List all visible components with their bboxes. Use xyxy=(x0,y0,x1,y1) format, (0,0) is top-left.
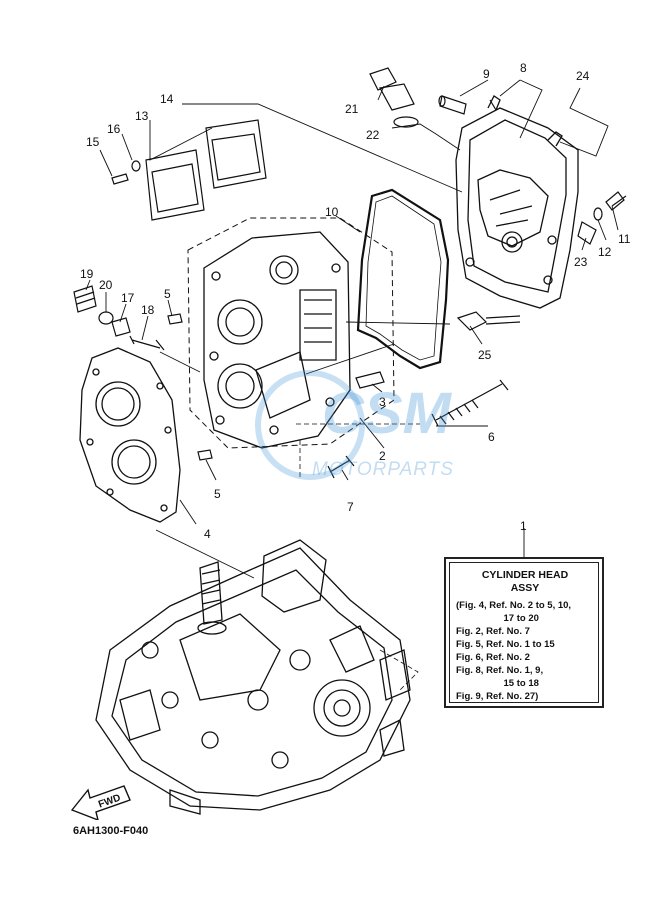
legend-title-line2: ASSY xyxy=(510,582,540,594)
callout-6: 6 xyxy=(488,430,495,444)
callout-7: 7 xyxy=(347,500,354,514)
legend-line: Fig. 2, Ref. No. 7 xyxy=(456,626,530,637)
legend-line: Fig. 9, Ref. No. 27) xyxy=(456,691,539,702)
callout-5a: 5 xyxy=(164,287,171,301)
callout-14: 14 xyxy=(160,92,174,106)
assembly-legend-inner: CYLINDER HEAD ASSY (Fig. 4, Ref. No. 2 t… xyxy=(449,562,599,703)
watermark-brand: CSM xyxy=(322,381,453,446)
callout-2: 2 xyxy=(379,449,386,463)
callout-23: 23 xyxy=(574,255,588,269)
callout-20: 20 xyxy=(99,278,113,292)
leader-lines xyxy=(85,79,619,579)
cylinder-head xyxy=(203,231,351,449)
callout-22: 22 xyxy=(366,128,380,142)
callout-12: 12 xyxy=(598,245,612,259)
callout-21: 21 xyxy=(345,102,359,116)
cover-gasket-inner xyxy=(365,195,442,361)
legend-line: 17 to 20 xyxy=(456,613,539,624)
anode-cover-plates xyxy=(145,119,267,221)
head-gasket xyxy=(79,347,181,523)
callout-16: 16 xyxy=(107,122,121,136)
cover-gasket xyxy=(356,188,450,370)
callout-11: 11 xyxy=(618,232,631,246)
callout-labels: 1 2 3 4 5 5 6 7 8 9 10 11 12 13 14 15 16… xyxy=(80,61,631,541)
callout-15: 15 xyxy=(86,135,100,149)
legend-title-line1: CYLINDER HEAD xyxy=(481,569,569,581)
small-parts xyxy=(73,67,627,479)
cylinder-block xyxy=(95,539,411,815)
forward-arrow-icon: FWD xyxy=(70,785,131,820)
assembly-legend: CYLINDER HEAD ASSY (Fig. 4, Ref. No. 2 t… xyxy=(444,557,604,708)
callout-9: 9 xyxy=(483,67,490,81)
callout-25: 25 xyxy=(478,348,492,362)
callout-1: 1 xyxy=(520,519,527,533)
legend-line: 15 to 18 xyxy=(456,678,539,689)
watermark-ring xyxy=(255,370,365,480)
callout-3: 3 xyxy=(379,395,386,409)
cylinder-head-cover xyxy=(455,95,579,309)
legend-line: Fig. 8, Ref. No. 1, 9, xyxy=(456,665,544,676)
legend-line: Fig. 6, Ref. No. 2 xyxy=(456,652,530,663)
callout-10: 10 xyxy=(325,205,339,219)
csm-motorparts-watermark: CSM MOTORPARTS xyxy=(255,370,454,480)
cylinder-head-group-outline xyxy=(187,217,395,449)
callout-13: 13 xyxy=(135,109,149,123)
legend-line: (Fig. 4, Ref. No. 2 to 5, 10, xyxy=(456,600,572,611)
figure-code: 6AH1300-F040 xyxy=(73,825,149,837)
callout-17: 17 xyxy=(121,291,135,305)
watermark-sub: MOTORPARTS xyxy=(312,459,454,480)
callout-8: 8 xyxy=(520,61,527,75)
legend-line: Fig. 5, Ref. No. 1 to 15 xyxy=(456,639,555,650)
assembly-dashed-lines xyxy=(296,423,420,691)
callout-19: 19 xyxy=(80,267,94,281)
callout-5b: 5 xyxy=(214,487,221,501)
callout-4: 4 xyxy=(204,527,211,541)
callout-18: 18 xyxy=(141,303,155,317)
callout-24: 24 xyxy=(576,69,590,83)
